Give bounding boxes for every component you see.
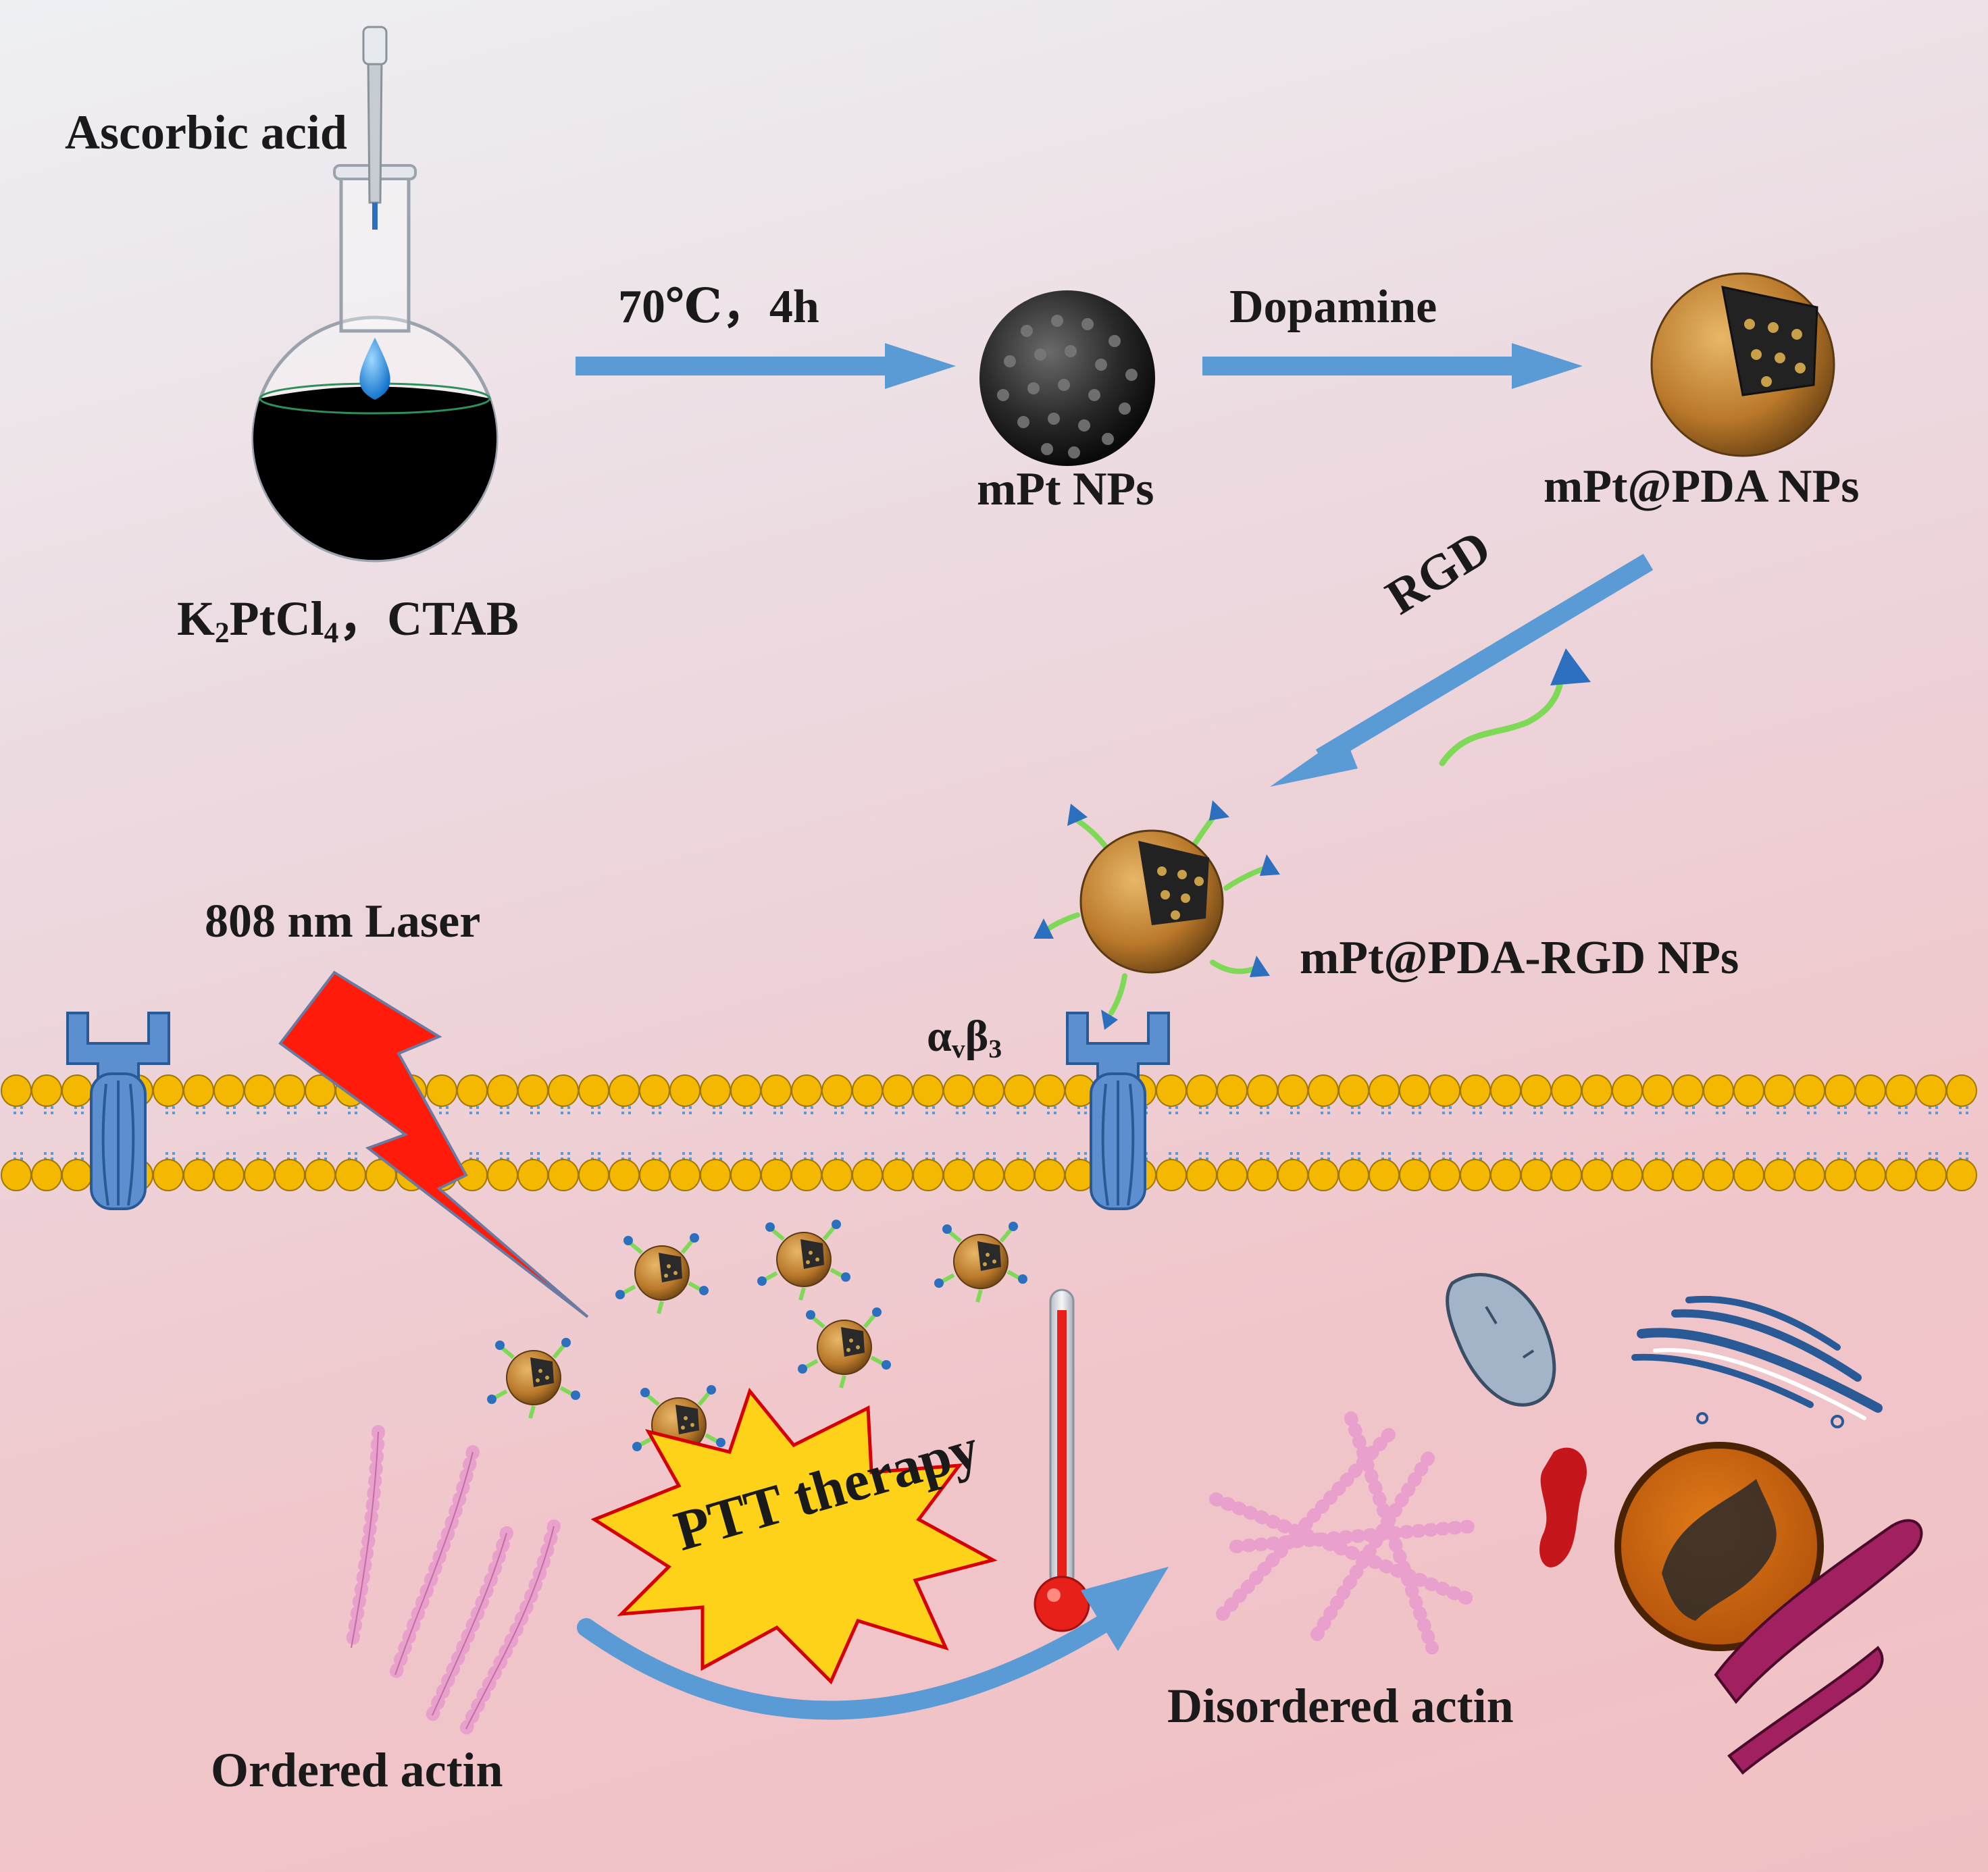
rgd-triangle-icon — [1550, 648, 1591, 685]
mitochondrion-red-icon — [1539, 1447, 1587, 1567]
label-precursors-ptcl: PtCl — [229, 592, 324, 646]
mpt-nanoparticle — [979, 290, 1155, 466]
water-droplet-icon — [359, 338, 390, 400]
label-mpt-pda-nps: mPt@PDA NPs — [1544, 461, 1860, 513]
label-precursors-sub2: 2 — [215, 617, 230, 649]
arrow-rgd — [1270, 553, 1654, 787]
vesicle-icon — [1446, 1272, 1556, 1407]
label-mpt-pda-rgd-nps: mPt@PDA-RGD NPs — [1300, 932, 1739, 984]
label-precursors-k: K — [177, 592, 215, 646]
ordered-actin — [345, 1425, 561, 1736]
golgi-apparatus-icon — [1631, 1295, 1883, 1428]
label-laser: 808 nm Laser — [205, 895, 481, 947]
internalized-nanoparticles — [487, 1220, 1027, 1466]
thermometer-icon — [1034, 1289, 1090, 1632]
label-disordered-actin: Disordered actin — [1167, 1679, 1514, 1733]
label-mpt-nps: mPt NPs — [977, 463, 1154, 515]
rgd-peptide-strand — [1439, 679, 1564, 766]
ordered-actin-outline — [351, 1431, 555, 1730]
label-integrin-sub-v: v — [951, 1033, 965, 1064]
laser-bolt-icon — [278, 970, 589, 1318]
label-integrin-alpha: α — [927, 1012, 952, 1061]
label-dopamine: Dopamine — [1229, 281, 1437, 333]
mpt-pda-nanoparticle — [1650, 272, 1835, 457]
arrow-synthesis — [576, 343, 956, 389]
disordered-actin — [1209, 1411, 1479, 1655]
mpt-pda-rgd-nanoparticle — [1034, 800, 1280, 1030]
label-precursors-sub4: 4 — [324, 617, 339, 649]
label-ascorbic-acid: Ascorbic acid — [65, 105, 347, 159]
label-precursors: K2PtCl4，CTAB — [177, 594, 519, 648]
label-integrin-beta: β — [965, 1012, 989, 1061]
label-integrin-sub-3: 3 — [988, 1033, 1002, 1064]
label-ordered-actin: Ordered actin — [211, 1743, 503, 1797]
cell-membrane — [0, 1074, 1988, 1191]
nucleus-icon — [1614, 1442, 1824, 1651]
endoplasmic-reticulum-icon — [1714, 1519, 1923, 1775]
label-integrin: αvβ3 — [927, 1014, 1002, 1062]
label-condition: 70℃，4h — [618, 281, 819, 333]
ptt-burst-icon — [590, 1387, 998, 1685]
round-bottom-flask — [251, 26, 499, 563]
arrow-dopamine — [1202, 343, 1583, 389]
label-precursors-rest: ，CTAB — [338, 592, 519, 646]
arrow-actin-transition — [577, 1567, 1169, 1720]
integrin-receptor-left — [66, 1012, 170, 1210]
integrin-receptor-right — [1066, 1012, 1170, 1210]
